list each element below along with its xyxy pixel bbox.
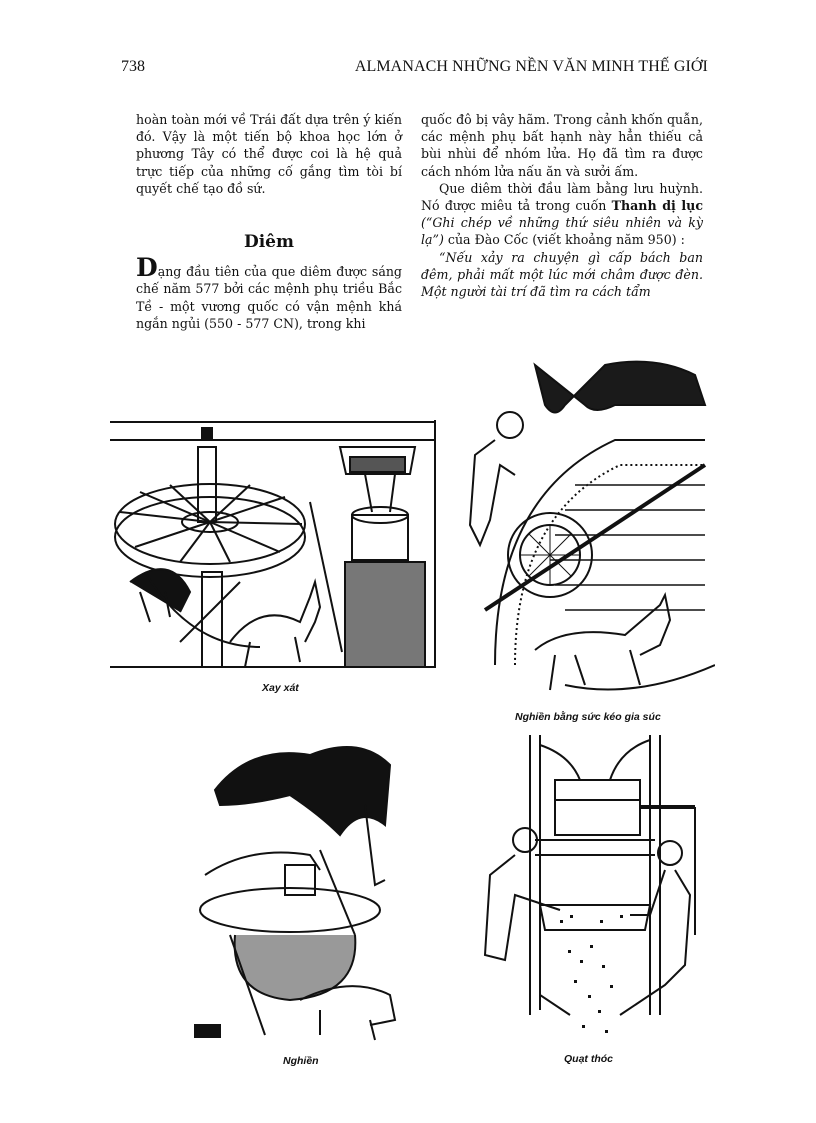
paragraph: Que diêm thời đầu làm bằng lưu huỳnh. Nó…: [421, 180, 703, 249]
hulling-mill-illustration: [110, 420, 436, 668]
paragraph-text: ạng đầu tiên của que diêm được sáng chế …: [136, 264, 402, 331]
paragraph: hoàn toàn mới về Trái đất dựa trên ý kiế…: [136, 112, 402, 196]
figure-hulling: [110, 412, 450, 670]
quote: “Nếu xảy ra chuyện gì cấp bách ban đêm, …: [421, 249, 703, 300]
figure-caption: Quạt thóc: [564, 1053, 613, 1065]
book-gloss: (“Ghi chép về những thứ siêu nhiên và kỳ…: [421, 215, 703, 248]
drop-cap: D: [136, 253, 158, 283]
section-title: Diêm: [243, 232, 294, 253]
figure-grinding: [190, 735, 410, 1045]
figure-winnowing: [470, 735, 710, 1045]
figure-caption: Nghiền: [283, 1055, 319, 1067]
book-title: Thanh dị lục: [611, 198, 703, 214]
right-column: quốc đô bị vây hãm. Trong cảnh khốn quẫn…: [421, 111, 703, 300]
animal-mill-illustration: [468, 360, 715, 691]
left-column: hoàn toàn mới về Trái đất dựa trên ý kiế…: [136, 111, 402, 332]
paragraph: quốc đô bị vây hãm. Trong cảnh khốn quẫn…: [421, 112, 703, 179]
paragraph-text: Que diêm thời đầu làm bằng lưu huỳnh. Nó…: [421, 180, 703, 214]
paragraph-text: của Đào Cốc (viết khoảng năm 950) :: [443, 232, 685, 248]
figure-caption: Xay xát: [262, 682, 299, 694]
grinding-mill-illustration: [194, 746, 397, 1041]
winnowing-machine-illustration: [483, 735, 696, 1033]
page-number: 738: [121, 58, 145, 75]
figure-caption: Nghiền bằng sức kéo gia súc: [515, 711, 661, 723]
paragraph: Dạng đầu tiên của que diêm được sáng chế…: [136, 255, 402, 332]
running-head: ALMANACH NHỮNG NỀN VĂN MINH THẾ GIỚI: [354, 58, 708, 75]
figure-animal-mill: [455, 345, 715, 700]
